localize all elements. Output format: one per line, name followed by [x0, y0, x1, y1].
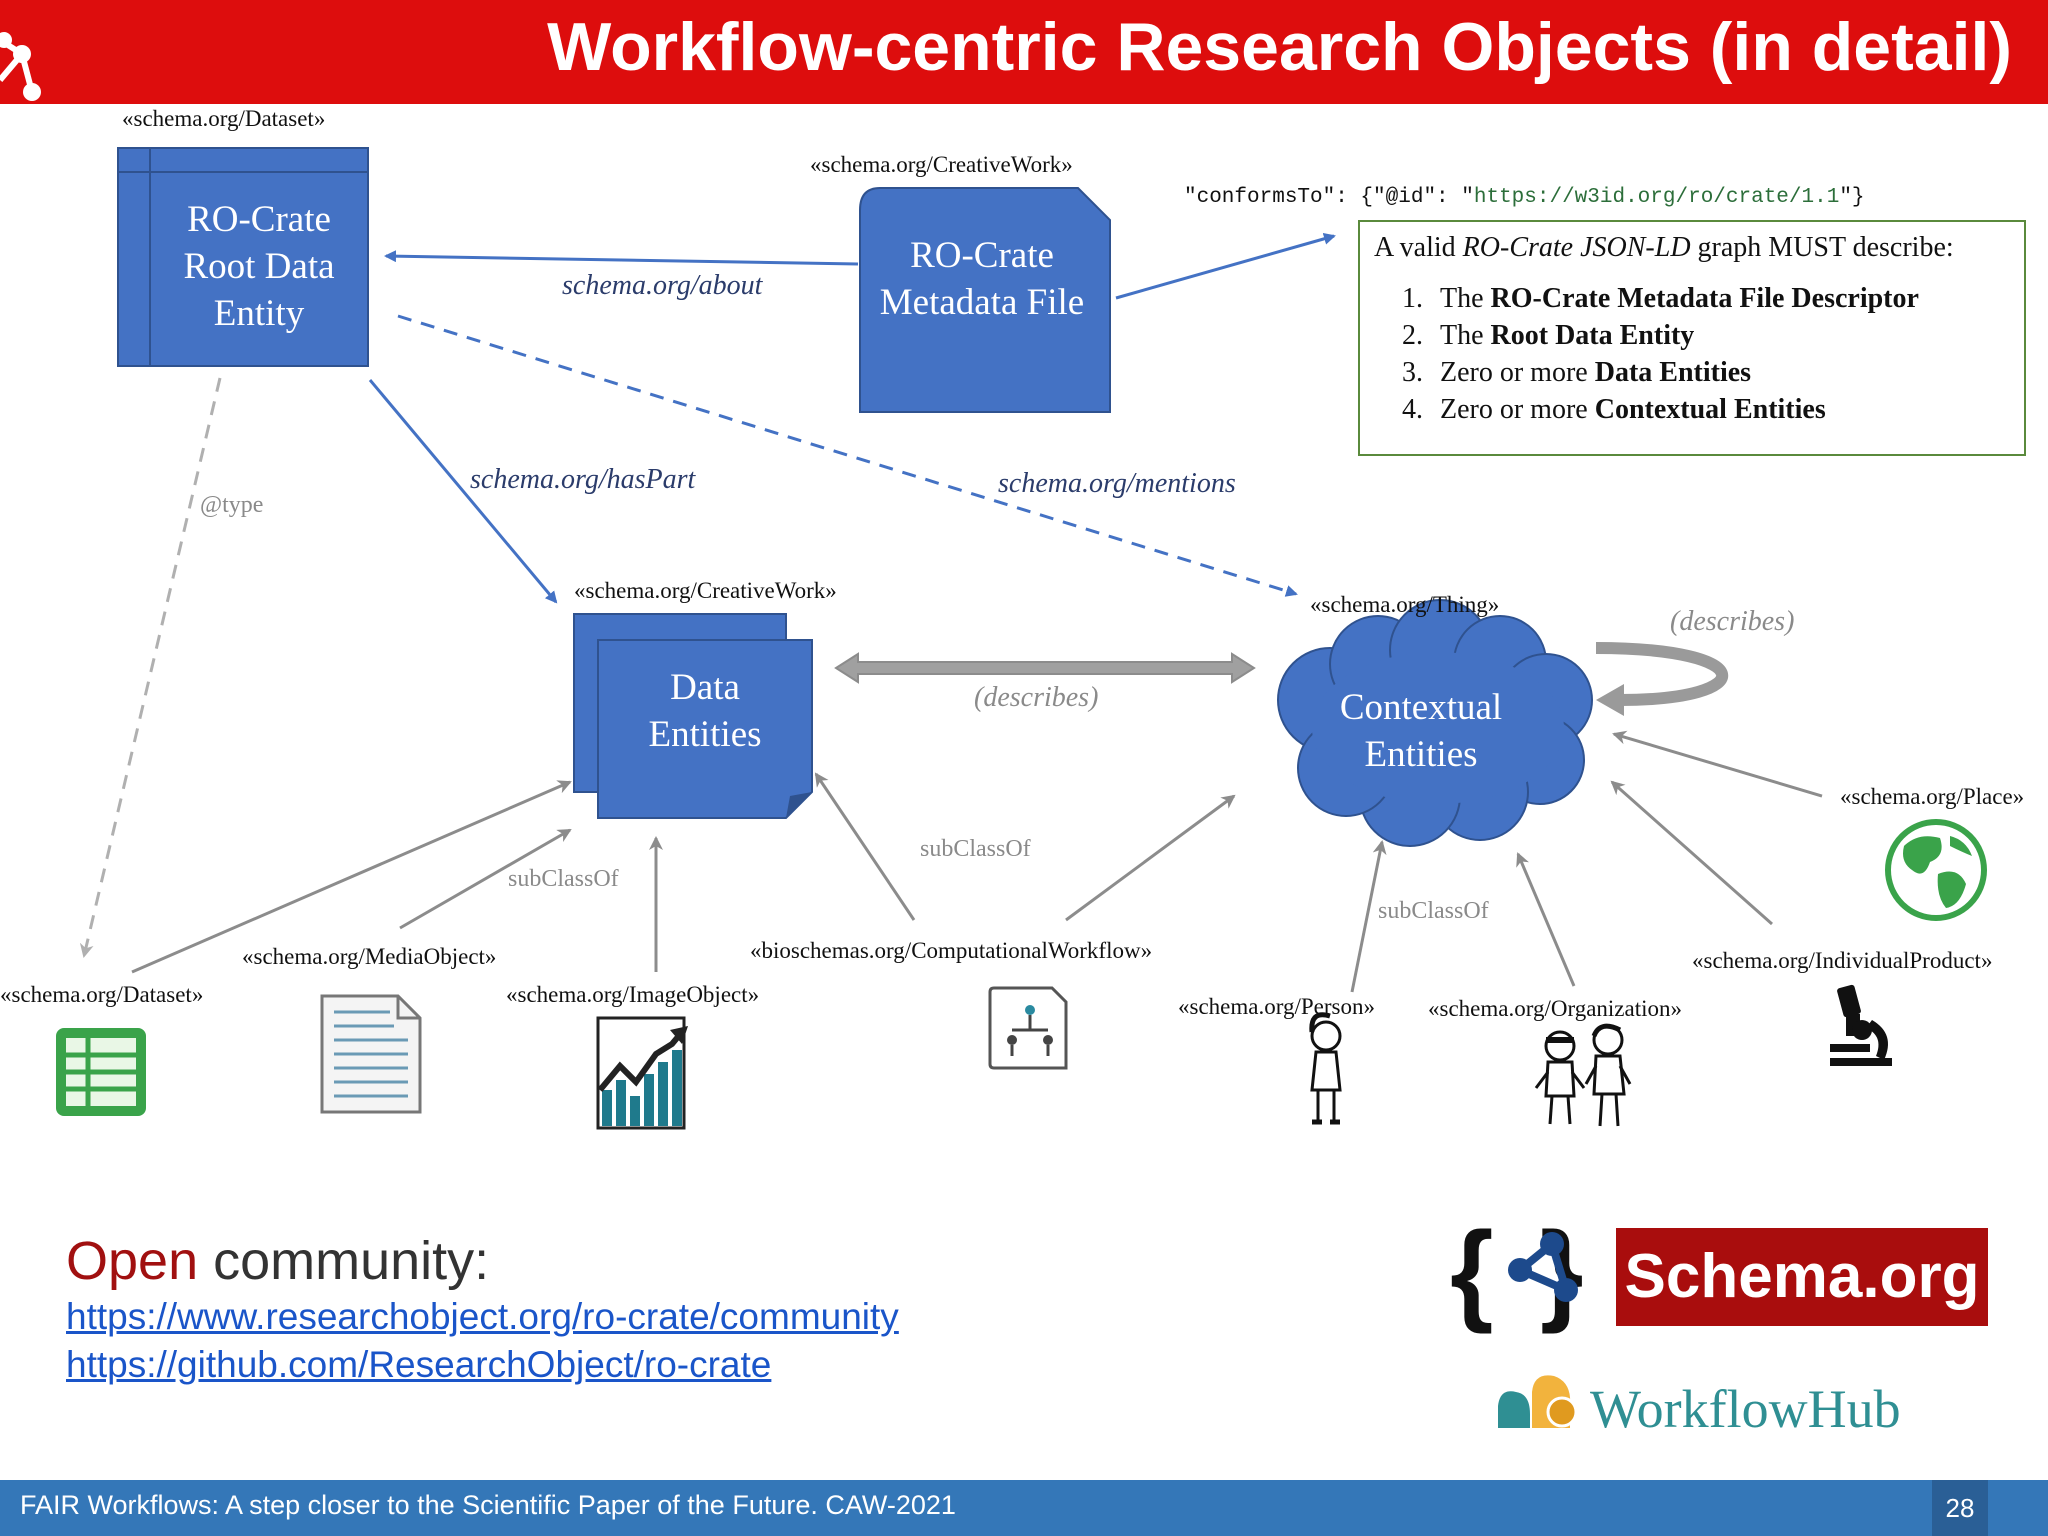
conforms-to-code: "conformsTo": {"@id": "https://w3id.org/… — [1184, 186, 1865, 209]
microscope-icon — [1830, 984, 1892, 1066]
data-entities-stereotype: «schema.org/CreativeWork» — [574, 578, 837, 603]
media-subclass-arrow — [399, 828, 572, 930]
organization-icon — [1534, 1023, 1632, 1127]
place-subclass-arrow — [1612, 730, 1823, 798]
workflowhub-logo-icon — [1498, 1375, 1578, 1428]
organization-subclass-arrow — [1516, 852, 1576, 987]
community-link[interactable]: https://www.researchobject.org/ro-crate/… — [66, 1296, 899, 1337]
data-entities-box — [573, 613, 813, 819]
metadata-stereotype: «schema.org/CreativeWork» — [810, 152, 1073, 177]
footer-bar — [0, 1480, 2048, 1536]
conforms-arrow — [1115, 232, 1336, 300]
list-item: The Root Data Entity — [1430, 317, 2010, 354]
binary-document-icon — [320, 994, 422, 1114]
subclass-label-middle: subClassOf — [920, 836, 1031, 862]
workflow-data-subclass-arrow — [814, 772, 916, 921]
thing-stereotype: «schema.org/Thing» — [1310, 592, 1500, 617]
network-logo-icon — [0, 32, 41, 101]
root-stereotype: «schema.org/Dataset» — [122, 106, 326, 131]
place-stereotype: «schema.org/Place» — [1840, 784, 2025, 809]
spreadsheet-icon — [56, 1028, 146, 1116]
list-item: The RO-Crate Metadata File Descriptor — [1430, 280, 2010, 317]
footer-text: FAIR Workflows: A step closer to the Sci… — [20, 1490, 956, 1520]
type-arrow — [79, 377, 222, 958]
valid-graph-intro: A valid RO-Crate JSON-LD graph MUST desc… — [1374, 232, 1954, 263]
person-subclass-arrow — [1350, 840, 1387, 993]
mentions-label: schema.org/mentions — [998, 468, 1236, 499]
contextual-entities-cloud — [1277, 599, 1593, 847]
chart-image-icon — [596, 1016, 688, 1130]
title-bar: Workflow-centric Research Objects (in de… — [0, 0, 2048, 104]
self-describes-label: (describes) — [1670, 606, 1795, 637]
about-label: schema.org/about — [562, 270, 763, 301]
workflow-context-subclass-arrow — [1065, 794, 1236, 922]
page-number: 28 — [1932, 1480, 1988, 1536]
community-heading: Open community: — [66, 1231, 490, 1291]
individual-product-stereotype: «schema.org/IndividualProduct» — [1692, 948, 1993, 973]
self-describes-arrow — [1595, 642, 1729, 716]
linked-data-logo-icon: { } — [1450, 1209, 1584, 1334]
data-entities-label: Data Entities — [648, 667, 762, 755]
haspart-arrow — [368, 379, 558, 604]
root-data-entity-box — [117, 147, 369, 367]
workflow-stereotype: «bioschemas.org/ComputationalWorkflow» — [750, 938, 1153, 963]
workflow-icon — [988, 986, 1068, 1070]
contextual-entities-label: Contextual Entities — [1339, 687, 1503, 775]
dataset-subclass-arrow — [131, 780, 572, 974]
svg-text:{: { — [1450, 1209, 1494, 1334]
type-label: @type — [200, 492, 264, 518]
schema-org-logo: Schema.org — [1616, 1228, 1988, 1326]
describes-label: (describes) — [974, 682, 1099, 713]
mentions-arrow — [397, 314, 1298, 597]
subclass-label-right: subClassOf — [1378, 898, 1489, 924]
haspart-label: schema.org/hasPart — [470, 464, 696, 495]
valid-graph-box: A valid RO-Crate JSON-LD graph MUST desc… — [1358, 220, 2026, 456]
root-data-entity-label: RO-Crate Root Data Entity — [183, 199, 335, 334]
person-stereotype: «schema.org/Person» — [1178, 994, 1375, 1019]
globe-icon — [1885, 819, 1987, 921]
metadata-file-box — [859, 187, 1111, 413]
describes-double-arrow — [834, 652, 1256, 684]
list-item: Zero or more Data Entities — [1430, 354, 2010, 391]
product-subclass-arrow — [1610, 780, 1773, 926]
github-link[interactable]: https://github.com/ResearchObject/ro-cra… — [66, 1344, 772, 1385]
dataset-stereotype: «schema.org/Dataset» — [0, 982, 204, 1007]
slide-title: Workflow-centric Research Objects (in de… — [547, 9, 2012, 85]
list-item: Zero or more Contextual Entities — [1430, 391, 2010, 428]
subclass-label-left: subClassOf — [508, 866, 619, 892]
organization-stereotype: «schema.org/Organization» — [1428, 996, 1682, 1021]
workflowhub-logo-text: WorkflowHub — [1590, 1379, 1901, 1439]
media-object-stereotype: «schema.org/MediaObject» — [242, 944, 497, 969]
image-object-stereotype: «schema.org/ImageObject» — [506, 982, 760, 1007]
about-arrow — [384, 250, 859, 266]
valid-graph-list: The RO-Crate Metadata File Descriptor Th… — [1374, 280, 2010, 428]
metadata-file-label: RO-Crate Metadata File — [879, 235, 1085, 323]
person-icon — [1309, 1012, 1342, 1125]
